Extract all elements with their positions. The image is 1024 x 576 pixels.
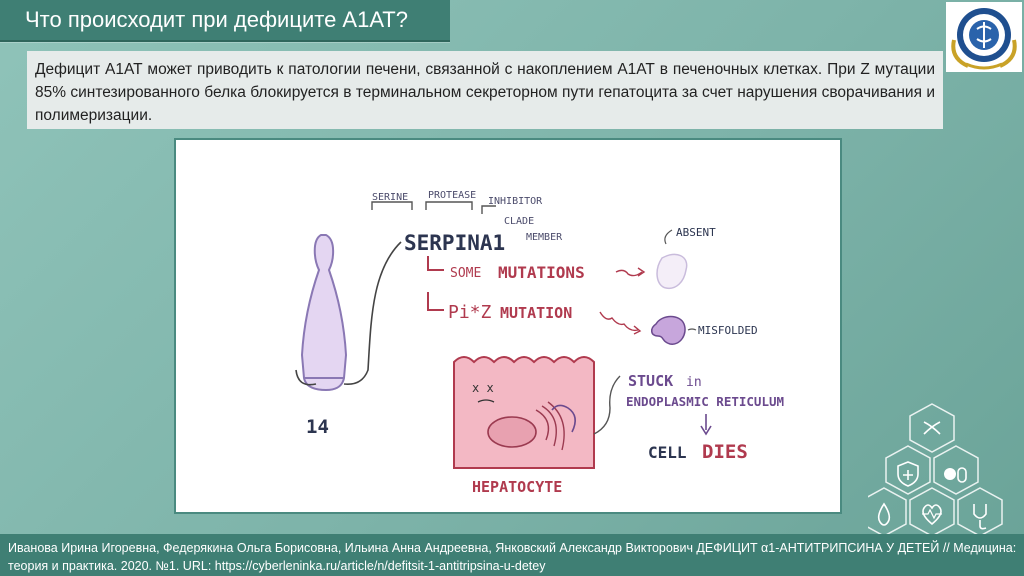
label-member: MEMBER (526, 232, 563, 243)
label-inhibitor: INHIBITOR (488, 196, 543, 207)
university-logo (946, 2, 1022, 72)
label-protease: PROTEASE (428, 190, 476, 201)
label-absent: ABSENT (676, 226, 716, 239)
label-stuck: STUCK (628, 372, 673, 390)
dna-icon (923, 421, 941, 435)
label-cell: CELL (648, 443, 687, 462)
chromosome-14-drawing: 14 (295, 234, 402, 438)
label-er: ENDOPLASMIC RETICULUM (626, 394, 784, 409)
label-clade: CLADE (504, 216, 534, 227)
label-some: SOME (450, 266, 481, 281)
label-misfolded: MISFOLDED (698, 324, 758, 337)
citation-text: Иванова Ирина Игоревна, Федерякина Ольга… (8, 541, 1017, 573)
stethoscope-icon (973, 504, 987, 530)
title-bar: Что происходит при дефиците А1АТ? (0, 0, 450, 42)
label-pi-z: Pi*Z (448, 302, 492, 323)
description-text: Дефицит А1АТ может приводить к патологии… (35, 61, 935, 124)
label-hepatocyte: HEPATOCYTE (472, 478, 562, 496)
pills-icon (944, 467, 967, 483)
label-mutations: MUTATIONS (498, 263, 585, 282)
medical-icons-decoration (861, 400, 1024, 539)
drop-icon (877, 502, 891, 526)
chromosome-number: 14 (306, 416, 329, 438)
label-mutation: MUTATION (500, 304, 572, 322)
heart-pulse-icon (922, 504, 942, 526)
hepatocyte-drawing: x x HEPATOCYTE (453, 356, 595, 496)
svg-text:x x: x x (472, 381, 494, 395)
gene-name: SERPINA1 (404, 231, 505, 255)
shield-plus-icon (897, 461, 919, 487)
footer-citation-bar: Иванова Ирина Игоревна, Федерякина Ольга… (0, 534, 1024, 576)
label-in: in (686, 375, 702, 390)
illustration-figure: 14 SERINE PROTEASE INHIBITOR CLADE MEMBE… (174, 138, 842, 514)
description-box: Дефицит А1АТ может приводить к патологии… (27, 51, 943, 129)
page-title: Что происходит при дефиците А1АТ? (25, 7, 408, 32)
label-serine: SERINE (372, 192, 408, 203)
label-dies: DIES (702, 441, 748, 463)
